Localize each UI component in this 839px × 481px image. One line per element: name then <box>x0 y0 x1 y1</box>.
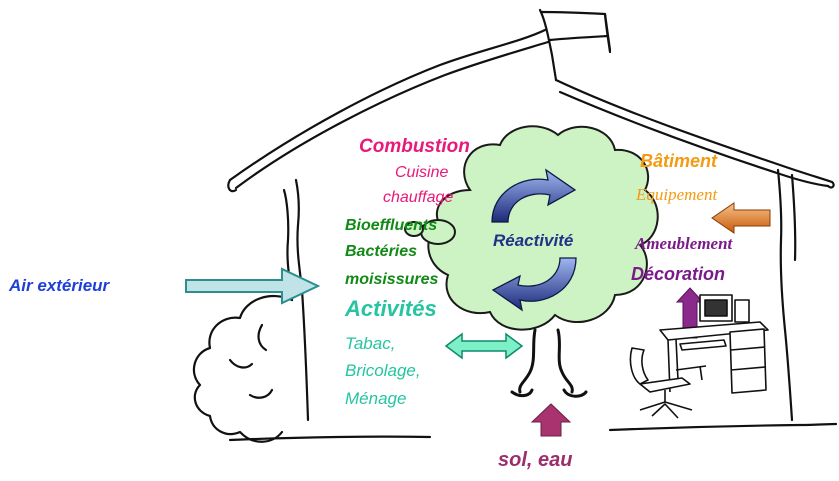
desk-computer-icon <box>659 294 769 394</box>
house-outline-icon <box>192 8 838 443</box>
combustion-title: Combustion <box>359 136 470 157</box>
ground-arrow <box>530 403 572 437</box>
building-item-equipment: Equipement <box>636 185 718 204</box>
chair-icon <box>629 347 707 419</box>
reactivity-cloud-icon <box>404 125 659 331</box>
activities-item-diy: Bricolage, <box>345 361 421 380</box>
activities-item-tobacco: Tabac, <box>345 334 396 353</box>
activities-double-arrow <box>444 332 524 360</box>
bio-title: Bioeffluents <box>345 217 438 234</box>
building-arrow <box>711 202 771 234</box>
combustion-item-heating: chauffage <box>383 189 454 206</box>
bio-item-mold: moisissures <box>345 271 439 288</box>
ground-label: sol, eau <box>498 449 573 471</box>
furnishing-item-furniture: Ameublement <box>635 234 733 253</box>
building-title: Bâtiment <box>640 151 718 171</box>
bio-item-bacteria: Bactéries <box>345 243 418 260</box>
combustion-item-cooking: Cuisine <box>395 164 449 181</box>
cycle-arrows-icon <box>491 168 577 312</box>
furnishing-item-decoration: Décoration <box>631 264 726 284</box>
activities-title: Activités <box>345 296 437 321</box>
reactivity-label: Réactivité <box>493 231 574 250</box>
outside-air-label: Air extérieur <box>9 276 110 295</box>
outside-air-arrow <box>185 267 321 305</box>
activities-item-cleaning: Ménage <box>345 389 407 408</box>
cloud-legs <box>510 328 588 398</box>
